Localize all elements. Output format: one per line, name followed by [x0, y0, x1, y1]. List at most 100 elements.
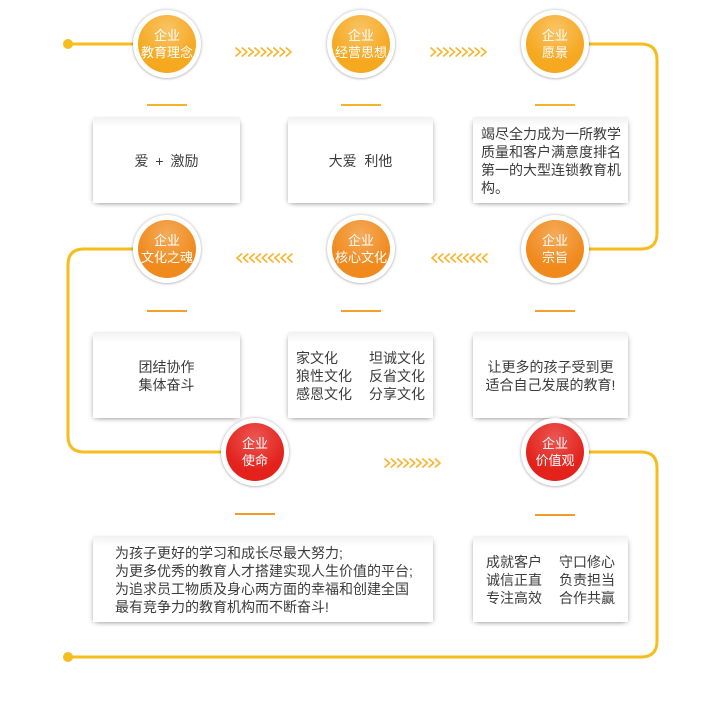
box-text-line: 让更多的孩子受到更 [487, 358, 614, 375]
flow-arrows-left [236, 253, 294, 263]
chevron-left-icon [255, 253, 262, 263]
circle-label-top: 企业 [347, 28, 374, 43]
grid-cell: 感恩文化 [296, 385, 352, 402]
chevron-right-icon [272, 47, 280, 57]
circle-label-top: 企业 [541, 28, 568, 43]
chevron-right-icon [467, 47, 475, 57]
grid-cell: 反省文化 [369, 367, 425, 384]
grid-cell: 合作共赢 [559, 589, 615, 606]
chevron-right-icon [235, 47, 242, 57]
box-text-line: 第一的大型连锁教育机 [481, 161, 621, 178]
circle-label-top: 企业 [347, 233, 374, 248]
chevron-left-icon [267, 253, 274, 263]
grid-cell: 家文化 [296, 349, 338, 366]
chevron-right-icon [434, 458, 441, 468]
circle-core: 企业 经营思想 [332, 15, 390, 73]
box-core-culture: 家文化 坦诚文化 狼性文化 反省文化 感恩文化 分享文化 [288, 333, 433, 418]
chevron-right-icon [254, 47, 261, 57]
chevron-right-icon [455, 47, 462, 57]
chevron-left-icon [261, 253, 268, 263]
circle-underline [235, 513, 275, 515]
chevrons-right [235, 47, 292, 57]
circle-core: 企业 使命 [226, 423, 284, 481]
chevron-right-icon [480, 47, 487, 57]
box-text-line: 团结协作 [138, 358, 195, 375]
circle-underline [535, 310, 575, 312]
box-text-line: 大爱 利他 [328, 152, 393, 169]
grid-cell: 成就客户 [486, 553, 542, 570]
box-text-line: 为孩子更好的学习和成长尽最大努力; [115, 544, 343, 561]
chevron-left-icon [456, 253, 463, 263]
circle-label-top: 企业 [241, 436, 268, 451]
chevron-left-icon [462, 253, 469, 263]
chevron-left-icon [248, 253, 256, 263]
grid-cell: 诚信正直 [486, 571, 542, 588]
chevron-right-icon [384, 458, 391, 468]
circle-purpose: 企业 宗旨 [521, 215, 589, 283]
chevron-left-icon [475, 253, 482, 263]
chevron-right-icon [260, 47, 267, 57]
chevron-left-icon [242, 253, 249, 263]
box-purpose: 让更多的孩子受到更 适合自己发展的教育! [473, 333, 628, 418]
circle-label-bottom: 核心文化 [334, 250, 387, 265]
chevron-left-icon [450, 253, 457, 263]
circle-label-top: 企业 [541, 436, 568, 451]
chevron-right-icon [474, 47, 481, 57]
box-business-thinking: 大爱 利他 [288, 118, 433, 203]
box-text-line: 集体奋斗 [138, 376, 195, 393]
chevron-right-icon [390, 458, 397, 468]
circle-label-bottom: 使命 [241, 453, 268, 468]
circle-core: 企业 价值观 [526, 423, 584, 481]
chevron-right-icon [442, 47, 450, 57]
box-mission: 为孩子更好的学习和成长尽最大努力; 为更多优秀的教育人才搭建实现人生价值的平台;… [93, 537, 433, 622]
circle-core: 企业 教育理念 [138, 15, 196, 73]
circle-core: 企业 文化之魂 [138, 220, 196, 278]
end-dot [63, 652, 73, 662]
grid-cell: 负责担当 [559, 571, 615, 588]
box-values: 成就客户 守口修心 诚信正直 负责担当 专注高效 合作共赢 [473, 537, 628, 622]
circle-label-top: 企业 [153, 233, 180, 248]
chevron-right-icon [415, 458, 422, 468]
circle-values: 企业 价值观 [521, 418, 589, 486]
circle-underline [147, 310, 187, 312]
flow-line-segment [66, 450, 659, 659]
flow-line-segment [553, 42, 659, 251]
box-text-line: 构。 [481, 179, 509, 196]
box-text-line: 质量和客户满意度排名 [481, 143, 621, 160]
circle-label-bottom: 愿景 [541, 45, 568, 60]
chevron-right-icon [461, 47, 468, 57]
chevron-right-icon [409, 458, 416, 468]
chevron-left-icon [273, 253, 281, 263]
circle-label-top: 企业 [153, 28, 180, 43]
chevrons-right [384, 458, 441, 468]
chevron-left-icon [468, 253, 476, 263]
circle-education-philosophy: 企业 教育理念 [133, 10, 201, 78]
circle-label-bottom: 价值观 [535, 453, 575, 468]
circle-underline [535, 514, 575, 516]
chevron-left-icon [431, 253, 438, 263]
chevron-left-icon [443, 253, 451, 263]
circle-underline [147, 104, 187, 106]
chevron-left-icon [280, 253, 287, 263]
box-vision: 竭尽全力成为一所教学 质量和客户满意度排名 第一的大型连锁教育机 构。 [473, 118, 628, 203]
chevron-right-icon [436, 47, 443, 57]
circle-culture-soul: 企业 文化之魂 [133, 215, 201, 283]
circle-core: 企业 宗旨 [526, 220, 584, 278]
chevron-left-icon [236, 253, 243, 263]
flow-arrows-right [235, 47, 293, 57]
box-text-line: 为更多优秀的教育人才搭建实现人生价值的平台; [115, 562, 413, 579]
chevron-left-icon [286, 253, 293, 263]
chevron-left-icon [437, 253, 444, 263]
box-text-line: 为追求员工物质及身心两方面的幸福和创建全国 [115, 580, 409, 597]
values-list: 成就客户 守口修心 诚信正直 负责担当 专注高效 合作共赢 [486, 553, 615, 607]
chevron-right-icon [396, 458, 404, 468]
box-text-line: 适合自己发展的教育! [485, 376, 616, 393]
core-culture-list: 家文化 坦诚文化 狼性文化 反省文化 感恩文化 分享文化 [296, 349, 425, 403]
grid-cell: 坦诚文化 [369, 349, 425, 366]
chevron-right-icon [430, 47, 437, 57]
circle-business-thinking: 企业 经营思想 [327, 10, 395, 78]
circle-core: 企业 核心文化 [332, 220, 390, 278]
box-text-line: 最有竞争力的教育机构而不断奋斗! [115, 598, 329, 615]
chevron-left-icon [481, 253, 488, 263]
chevrons-left [236, 253, 293, 263]
